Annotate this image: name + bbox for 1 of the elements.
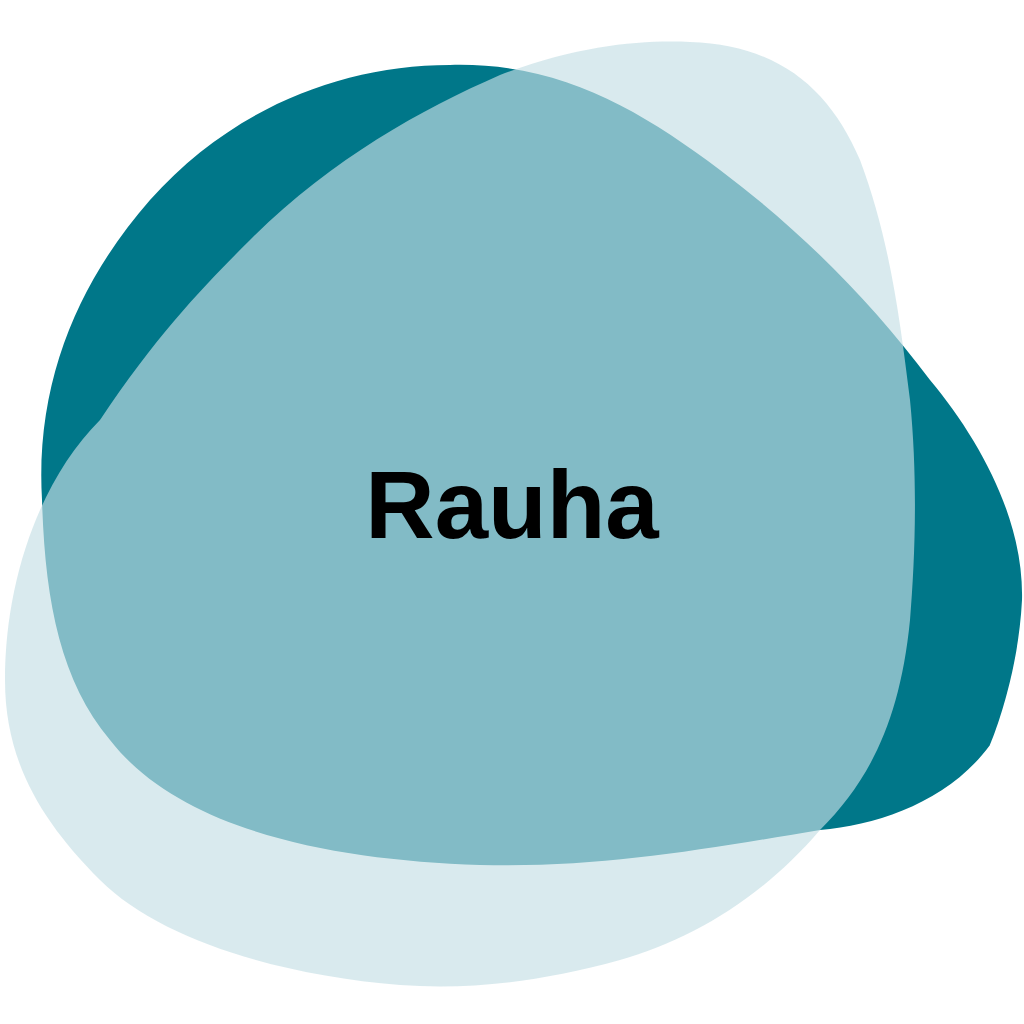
- center-label: Rauha: [365, 450, 659, 560]
